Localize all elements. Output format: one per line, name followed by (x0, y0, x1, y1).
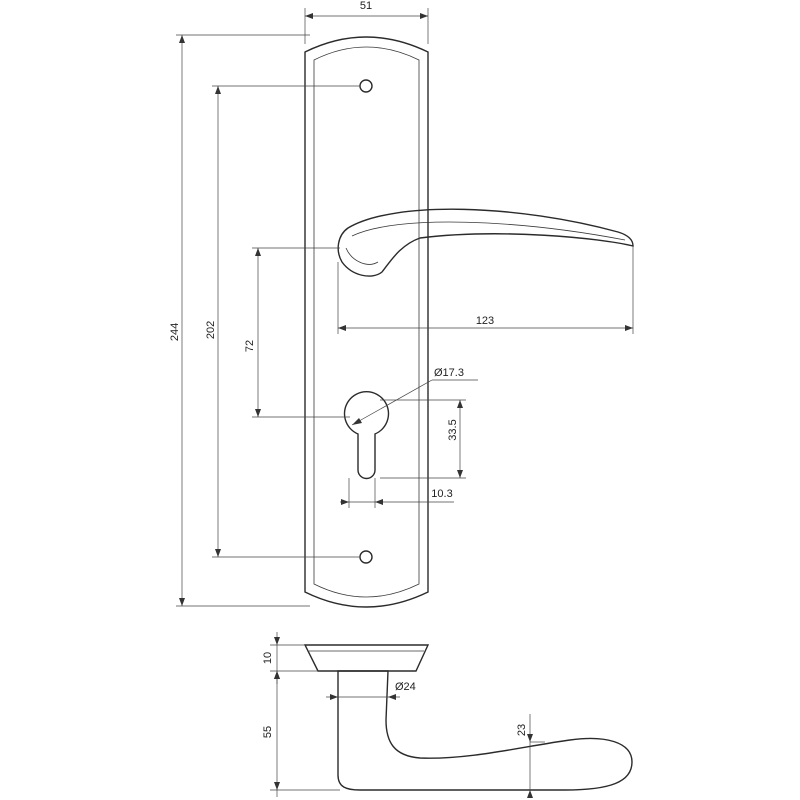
dim-plate-height: 244 (169, 34, 310, 607)
rose-side-view (303, 644, 430, 672)
dim-label-lever-tip: 23 (516, 724, 528, 736)
screw-hole-bottom (359, 550, 373, 564)
dim-plate-width: 51 (304, 0, 429, 44)
dim-key-offset: 10.3 (340, 478, 454, 508)
dim-label-plate-height: 244 (169, 323, 181, 341)
dim-lever-projection: 55 (262, 671, 340, 797)
dim-label-plate-width: 51 (360, 0, 372, 12)
backplate (304, 36, 429, 608)
dim-hole-spacing: 202 (205, 85, 360, 558)
dim-shaft-diameter: Ø24 (326, 681, 416, 700)
dim-rose-thickness: 10 (262, 632, 318, 684)
lever-side-view (337, 670, 633, 791)
dim-label-handle-to-key: 72 (244, 340, 256, 352)
dim-label-key-height: 33.5 (447, 419, 459, 440)
dim-label-key-offset: 10.3 (431, 488, 452, 500)
dim-key-height: 33.5 (380, 399, 466, 479)
dim-label-rose-thickness: 10 (262, 652, 274, 664)
dim-lever-tip: 23 (516, 714, 545, 798)
lever-handle (337, 208, 634, 277)
screw-hole-top (359, 79, 373, 93)
dim-label-lever-projection: 55 (262, 726, 274, 738)
dim-cylinder-diameter: Ø17.3 (351, 367, 478, 426)
dim-label-shaft-diameter: Ø24 (395, 681, 416, 693)
dim-label-handle-length: 123 (476, 315, 494, 327)
dim-label-hole-spacing: 202 (205, 321, 217, 339)
dim-handle-length: 123 (337, 246, 634, 334)
dim-handle-to-key: 72 (244, 247, 350, 418)
cylinder-keyhole (343, 391, 390, 480)
dim-label-cylinder-diameter: Ø17.3 (434, 367, 464, 379)
